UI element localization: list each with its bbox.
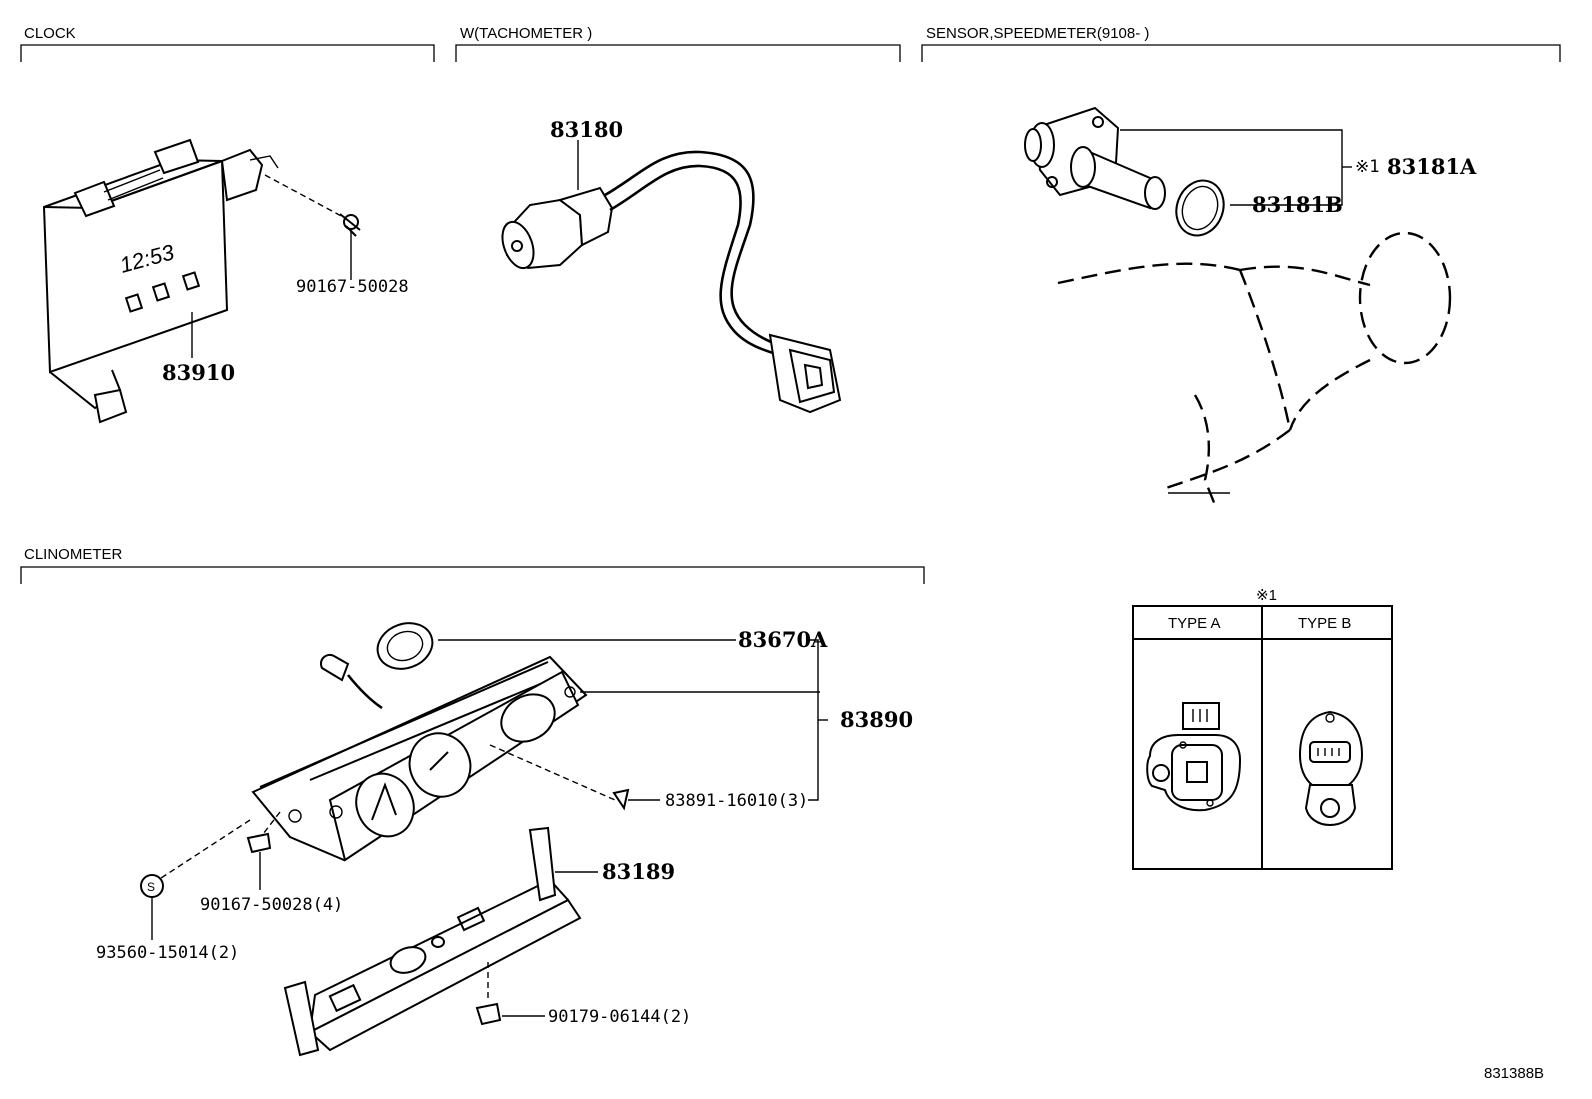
label-83181b: 83181B xyxy=(1252,192,1343,217)
section-title-clinometer: CLINOMETER xyxy=(24,546,123,563)
label-90167-50028-clock: 90167-50028 xyxy=(296,277,409,297)
label-83181a: 83181A xyxy=(1387,154,1477,179)
type-table: ※1 TYPE A TYPE B xyxy=(1132,587,1393,870)
type-b-label: TYPE B xyxy=(1298,615,1351,632)
type-a-label: TYPE A xyxy=(1168,615,1221,632)
section-sensor: SENSOR,SPEEDMETER(9108- ) xyxy=(921,25,1561,62)
label-90179-06144: 90179-06144(2) xyxy=(548,1007,691,1027)
type-a-sensor-drawing xyxy=(1146,702,1242,812)
label-83180: 83180 xyxy=(550,117,623,142)
label-83670a: 83670A xyxy=(738,627,828,652)
section-title-sensor: SENSOR,SPEEDMETER(9108- ) xyxy=(926,25,1149,42)
label-83890: 83890 xyxy=(840,707,913,732)
section-clinometer: CLINOMETER xyxy=(20,546,925,584)
label-83891-16010: 83891-16010(3) xyxy=(665,791,808,811)
clinometer-drawing: S xyxy=(140,622,828,1057)
section-title-clock: CLOCK xyxy=(24,25,76,42)
clock-unit-drawing: 12:53 xyxy=(42,138,361,424)
diagram-id: 831388B xyxy=(1484,1065,1544,1082)
type-table-note: ※1 xyxy=(1256,587,1277,604)
label-93560-15014: 93560-15014(2) xyxy=(96,943,239,963)
label-90167-50028-clino: 90167-50028(4) xyxy=(200,895,343,915)
tachometer-sensor-drawing xyxy=(501,140,842,414)
label-83910: 83910 xyxy=(162,360,235,385)
s-marker-text: S xyxy=(147,880,155,894)
section-title-tachometer: W(TACHOMETER ) xyxy=(460,25,592,42)
type-b-sensor-drawing xyxy=(1298,710,1364,827)
label-83181a-mark: ※1 xyxy=(1355,157,1379,177)
section-tachometer: W(TACHOMETER ) xyxy=(455,25,901,62)
speedometer-sensor-drawing xyxy=(1024,106,1452,506)
label-83189: 83189 xyxy=(602,859,675,884)
section-clock: CLOCK xyxy=(20,25,435,62)
